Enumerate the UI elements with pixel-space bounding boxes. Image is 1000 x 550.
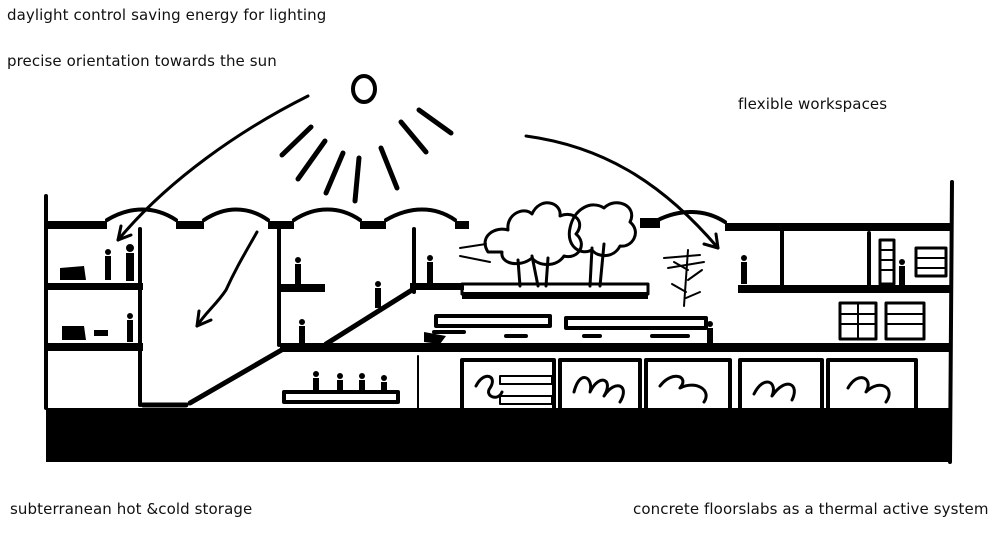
walls	[44, 180, 954, 464]
floorslabs-annotation: concrete floorslabs as a thermal active …	[633, 500, 989, 518]
workspace-furniture-right	[838, 238, 948, 341]
garden-trees	[460, 201, 650, 296]
daylight-annotation: daylight control saving energy for light…	[7, 6, 327, 24]
basement	[46, 355, 950, 462]
orientation-annotation: precise orientation towards the sun	[7, 52, 277, 70]
flexible-workspaces-annotation: flexible workspaces	[738, 95, 888, 113]
sun-rays	[279, 107, 454, 204]
desks	[282, 314, 708, 404]
people	[60, 244, 905, 392]
roof	[45, 207, 951, 231]
storage-annotation: subterranean hot &cold storage	[10, 500, 253, 518]
sunlight-arrows	[116, 94, 720, 328]
plant	[671, 249, 703, 307]
sun-icon	[351, 74, 377, 104]
ramps	[140, 287, 415, 408]
